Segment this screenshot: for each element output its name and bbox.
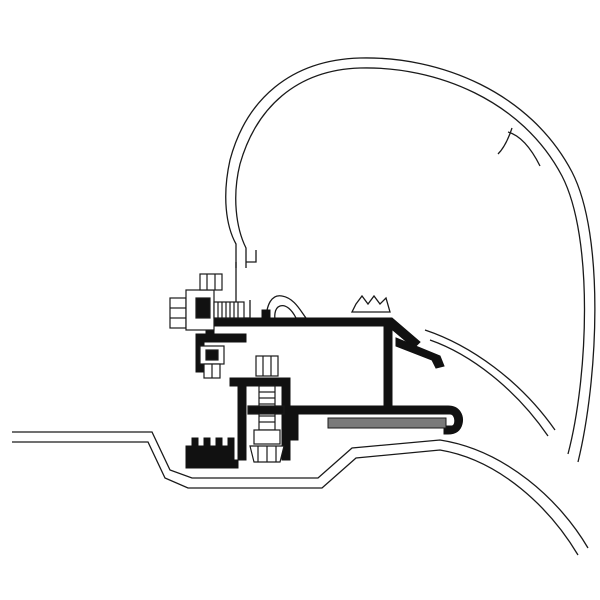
- serrated-foot: [185, 437, 239, 469]
- cassette-outer-shell: [225, 57, 596, 463]
- mounting-bracket: [229, 377, 291, 461]
- bolt-thread: [217, 302, 239, 318]
- top-nut: [199, 273, 223, 291]
- cassette-lower-lip-inner: [429, 339, 549, 437]
- cassette-inner-shell: [235, 67, 586, 455]
- bolt-head: [169, 297, 187, 329]
- vbolt-lower-nut: [253, 429, 281, 445]
- lower-rail: [289, 405, 463, 441]
- bolt-inner-nut: [195, 297, 211, 319]
- rail-cap: [261, 309, 271, 323]
- vertical-web: [383, 325, 393, 407]
- vehicle-roof: [12, 431, 589, 556]
- vbolt-top-nut: [255, 355, 279, 377]
- clip-teeth: [350, 294, 391, 313]
- cassette-hook-lip: [497, 127, 541, 167]
- awning-cassette: [225, 57, 596, 463]
- roof-inner-line: [12, 441, 579, 556]
- horizontal-bolt: [169, 273, 245, 331]
- seal-strip: [327, 417, 447, 429]
- angled-arm: [395, 337, 445, 369]
- side-nut-stack: [199, 345, 225, 379]
- bolt-plate: [195, 333, 247, 373]
- adapter-profile: [185, 309, 463, 469]
- vbolt-clamp: [247, 405, 285, 415]
- cassette-lower-lip: [424, 329, 556, 431]
- vertical-bolt: [247, 355, 285, 463]
- side-nut-core: [205, 349, 219, 361]
- roof-outer-line: [12, 431, 589, 549]
